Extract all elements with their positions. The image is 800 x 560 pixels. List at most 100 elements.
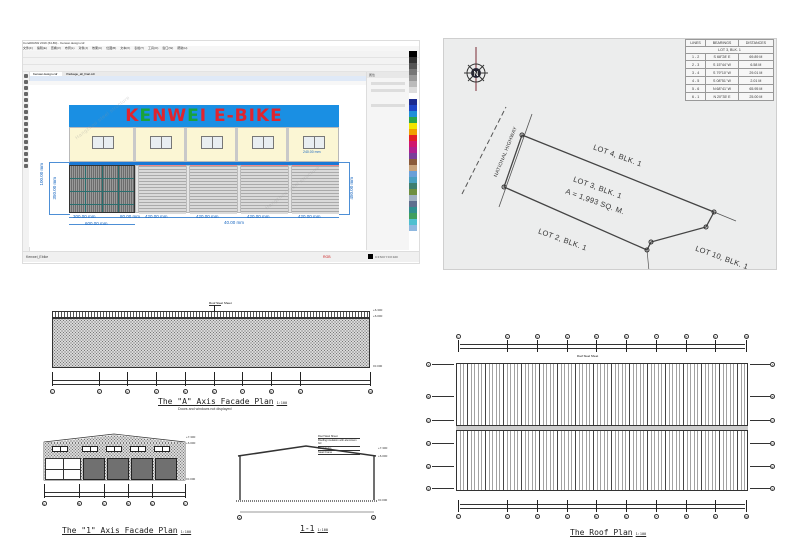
menu-item[interactable]: 位图(B) bbox=[106, 46, 117, 50]
docker-field[interactable] bbox=[371, 104, 405, 107]
menu-item[interactable]: 帮助(H) bbox=[177, 46, 188, 50]
palette-swatch[interactable] bbox=[409, 51, 417, 57]
palette-swatch[interactable] bbox=[409, 183, 417, 189]
palette-swatch[interactable] bbox=[409, 201, 417, 207]
glass-door-section[interactable] bbox=[69, 165, 135, 213]
properties-docker[interactable]: 属性 bbox=[366, 72, 409, 250]
palette-swatch[interactable] bbox=[409, 141, 417, 147]
menu-item[interactable]: 效果(C) bbox=[92, 46, 103, 50]
window-title: CorelDRAW 2019 (64-Bit) - Kenwei design.… bbox=[23, 41, 85, 45]
freehand-tool-icon[interactable] bbox=[24, 98, 28, 102]
palette-swatch[interactable] bbox=[409, 225, 417, 231]
menu-item[interactable]: 表格(T) bbox=[134, 46, 145, 50]
palette-swatch[interactable] bbox=[409, 189, 417, 195]
doc-tab-active[interactable]: Kenwei design.cdr bbox=[29, 72, 62, 76]
axis-marker: 9 bbox=[712, 514, 718, 519]
palette-swatch[interactable] bbox=[409, 177, 417, 183]
artistic-media-icon[interactable] bbox=[24, 104, 28, 108]
dim-glass-side: 80.00 mm bbox=[120, 214, 141, 219]
axis-marker: 1 bbox=[455, 334, 461, 339]
glass-door bbox=[45, 458, 81, 480]
palette-swatch[interactable] bbox=[409, 147, 417, 153]
menu-item[interactable]: 查看(V) bbox=[50, 46, 61, 50]
coreldraw-screenshot: CorelDRAW 2019 (64-Bit) - Kenwei design.… bbox=[22, 40, 420, 264]
crop-tool-icon[interactable] bbox=[24, 86, 28, 90]
ellipse-tool-icon[interactable] bbox=[24, 116, 28, 120]
palette-swatch[interactable] bbox=[409, 153, 417, 159]
bay-2 bbox=[136, 128, 187, 161]
menu-item[interactable]: 文件(F) bbox=[23, 46, 33, 50]
interactive-fill-icon[interactable] bbox=[24, 164, 28, 168]
transparency-icon[interactable] bbox=[24, 152, 28, 156]
window bbox=[106, 446, 122, 452]
palette-swatch[interactable] bbox=[409, 195, 417, 201]
zoom-toolbar[interactable]: 18% bbox=[23, 58, 419, 72]
dim-door-width: 300.00 mm bbox=[73, 214, 96, 219]
text-tool-icon[interactable] bbox=[24, 128, 28, 132]
axis-marker: A bbox=[426, 361, 431, 367]
rectangle-tool-icon[interactable] bbox=[24, 110, 28, 114]
palette-swatch[interactable] bbox=[409, 57, 417, 63]
dim-line bbox=[339, 162, 350, 215]
palette-swatch[interactable] bbox=[409, 69, 417, 75]
window bbox=[154, 446, 170, 452]
palette-swatch[interactable] bbox=[409, 165, 417, 171]
drawing-canvas[interactable]: KENWEI E-BIKE 240.00 mm 100.00 mm 350.00… bbox=[29, 85, 366, 247]
palette-swatch[interactable] bbox=[409, 99, 417, 105]
docker-title: 属性 bbox=[367, 72, 409, 78]
dim-shutter-1: 420.00 mm bbox=[145, 214, 168, 219]
axis-marker: A bbox=[770, 361, 775, 367]
standard-toolbar[interactable] bbox=[23, 51, 419, 58]
axis-marker: 8 bbox=[268, 389, 274, 394]
palette-swatch[interactable] bbox=[409, 117, 417, 123]
roller-shutter bbox=[241, 165, 288, 214]
palette-swatch[interactable] bbox=[409, 75, 417, 81]
menu-item[interactable]: 布局(L) bbox=[64, 46, 75, 50]
menu-item[interactable]: 文本(X) bbox=[120, 46, 131, 50]
palette-swatch[interactable] bbox=[409, 111, 417, 117]
docker-field[interactable] bbox=[371, 89, 405, 92]
axis-marker: F bbox=[182, 501, 188, 506]
pick-tool-icon[interactable] bbox=[24, 74, 28, 78]
shutter-door bbox=[83, 458, 105, 480]
menu-item[interactable]: 对象(J) bbox=[78, 46, 89, 50]
axis-marker: 2 bbox=[96, 389, 102, 394]
menu-bar[interactable]: 文件(F)编辑(E)查看(V)布局(L)对象(J)效果(C)位图(B)文本(X)… bbox=[23, 46, 419, 51]
palette-swatch[interactable] bbox=[409, 123, 417, 129]
axis-marker: 7 bbox=[239, 389, 245, 394]
menu-item[interactable]: 工具(O) bbox=[148, 46, 159, 50]
color-palette[interactable] bbox=[409, 51, 417, 251]
palette-swatch[interactable] bbox=[409, 105, 417, 111]
palette-swatch[interactable] bbox=[409, 171, 417, 177]
eyedropper-icon[interactable] bbox=[24, 158, 28, 162]
window bbox=[201, 136, 223, 149]
zoom-tool-icon[interactable] bbox=[24, 92, 28, 96]
document-tabs[interactable]: Kenwei design.cdr Package_all_final.cdr bbox=[29, 72, 369, 76]
menu-item[interactable]: 编辑(E) bbox=[36, 46, 47, 50]
palette-swatch[interactable] bbox=[409, 129, 417, 135]
palette-swatch[interactable] bbox=[409, 219, 417, 225]
palette-swatch[interactable] bbox=[409, 159, 417, 165]
palette-swatch[interactable] bbox=[409, 135, 417, 141]
axis-marker: 1 bbox=[49, 389, 55, 394]
docker-field[interactable] bbox=[371, 82, 405, 85]
shape-tool-icon[interactable] bbox=[24, 80, 28, 84]
polygon-tool-icon[interactable] bbox=[24, 122, 28, 126]
palette-swatch[interactable] bbox=[409, 87, 417, 93]
roller-shutter bbox=[292, 165, 339, 214]
palette-swatch[interactable] bbox=[409, 63, 417, 69]
menu-item[interactable]: 窗口(W) bbox=[162, 46, 174, 50]
palette-swatch[interactable] bbox=[409, 93, 417, 99]
north-arrow-icon: N bbox=[464, 47, 488, 91]
doc-tab[interactable]: Package_all_final.cdr bbox=[66, 72, 95, 76]
palette-swatch[interactable] bbox=[409, 207, 417, 213]
palette-swatch[interactable] bbox=[409, 81, 417, 87]
connector-tool-icon[interactable] bbox=[24, 140, 28, 144]
drop-shadow-icon[interactable] bbox=[24, 146, 28, 150]
parallel-dimension-icon[interactable] bbox=[24, 134, 28, 138]
palette-swatch[interactable] bbox=[409, 213, 417, 219]
property-bar[interactable] bbox=[23, 65, 419, 72]
axis-marker: 6 bbox=[211, 389, 217, 394]
